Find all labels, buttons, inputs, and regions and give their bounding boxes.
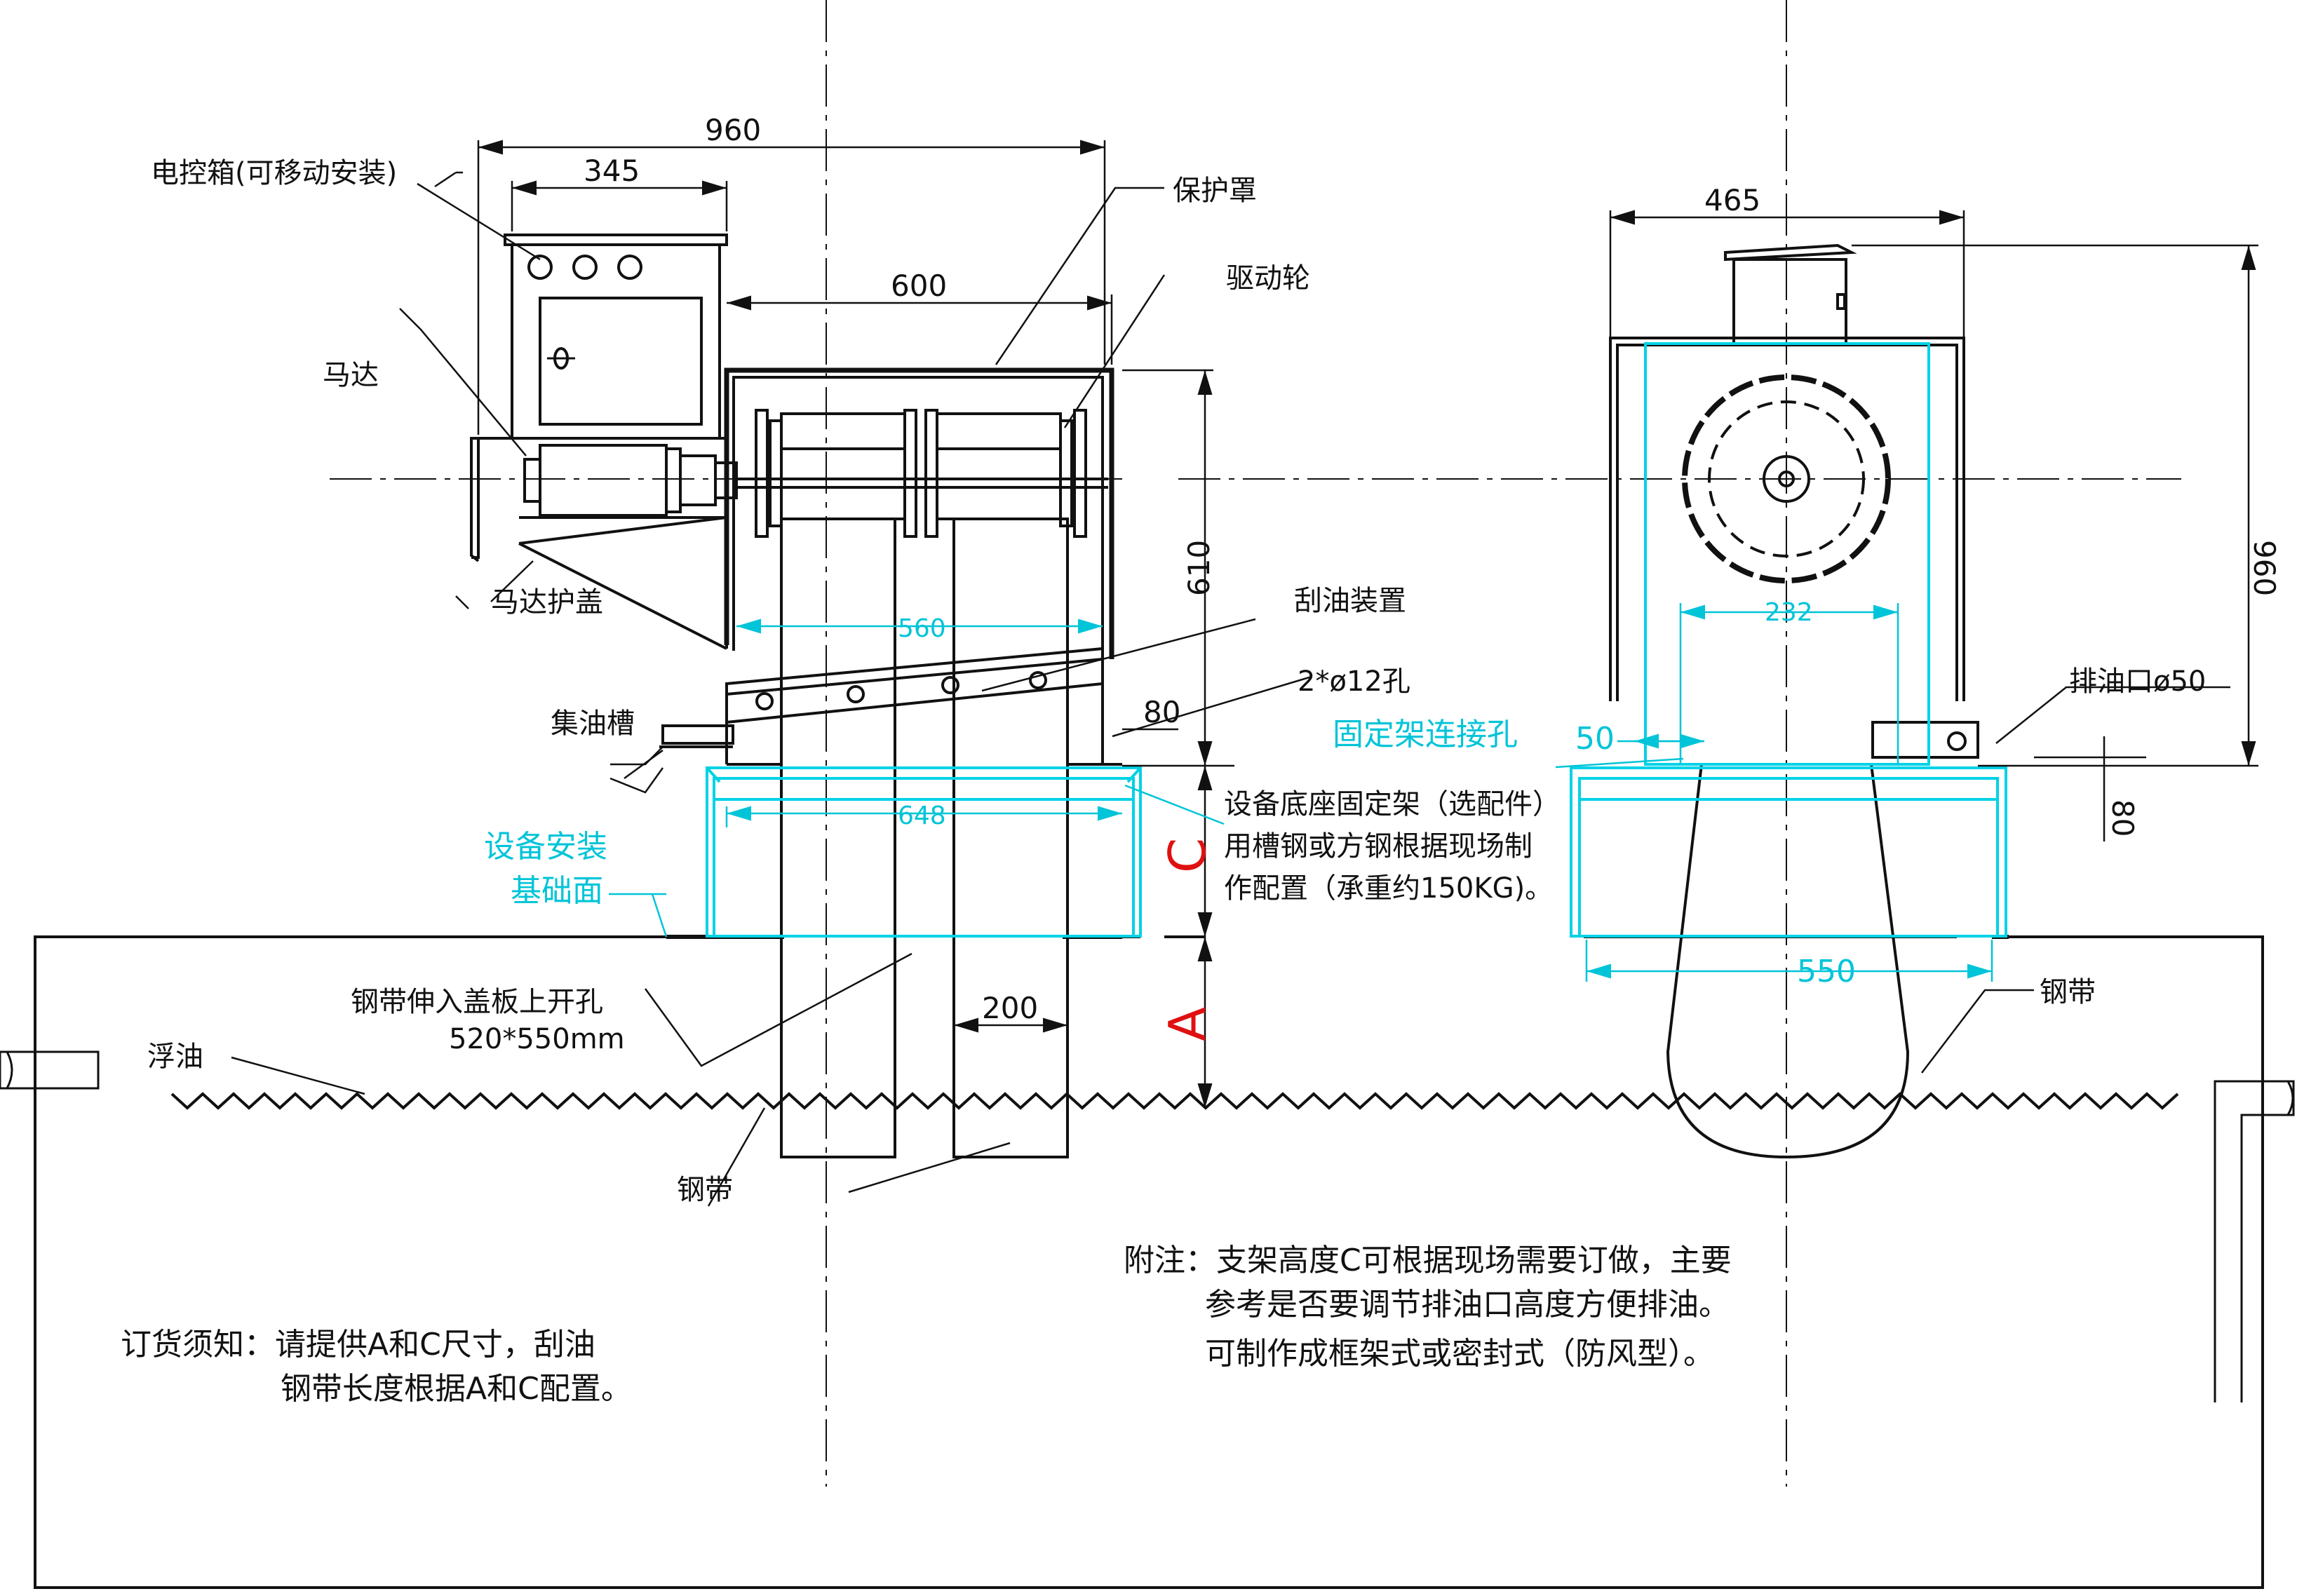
- order-note-2: 钢带长度根据A和C配置。: [281, 1371, 632, 1407]
- label-float-oil: 浮油: [147, 1041, 203, 1073]
- label-fix-hole: 固定架连接孔: [1333, 717, 1518, 752]
- leader-lines: [231, 171, 2230, 1207]
- label-belt-left: 钢带: [677, 1174, 733, 1206]
- dim-50: 50: [1575, 721, 1615, 757]
- label-scraper: 刮油装置: [1294, 585, 1406, 617]
- dim-465: 465: [1704, 183, 1760, 217]
- remark-note-3: 可制作成框架式或密封式（防风型）。: [1205, 1336, 1714, 1372]
- control-box: [504, 234, 728, 440]
- dim-648: 648: [898, 802, 946, 830]
- label-drive-wheel: 驱动轮: [1226, 262, 1310, 295]
- dim-345: 345: [584, 154, 640, 188]
- steel-belts-side: [780, 518, 1069, 1158]
- dim-960-right: 960: [2247, 540, 2282, 596]
- dim-c: C: [1158, 838, 1217, 873]
- dim-a: A: [1158, 1007, 1217, 1041]
- label-belt-hole-1: 钢带伸入盖板上开孔: [351, 986, 603, 1018]
- dim-960-top: 960: [705, 113, 761, 147]
- label-mount-1: 设备安装: [484, 829, 607, 865]
- dim-550: 550: [1797, 954, 1856, 989]
- label-guard: 保护罩: [1173, 175, 1257, 207]
- dim-80-right: 80: [2106, 799, 2140, 837]
- label-base-frame-3: 作配置（承重约150KG)。: [1224, 872, 1553, 905]
- label-base-frame-2: 用槽钢或方钢根据现场制: [1224, 830, 1533, 863]
- label-control-box: 电控箱(可移动安装): [151, 157, 397, 189]
- base-frame-right: [1570, 342, 2007, 938]
- dim-80-left: 80: [1143, 695, 1180, 729]
- dim-610: 610: [1182, 540, 1216, 596]
- base-frame-left: [706, 766, 1142, 938]
- label-mount-2: 基础面: [511, 873, 603, 909]
- remark-note-2: 参考是否要调节排油口高度方便排油。: [1205, 1287, 1730, 1323]
- label-belt-hole-2: 520*550mm: [449, 1023, 625, 1055]
- scraper-and-trough: [659, 647, 1122, 766]
- dimension-lines: [477, 140, 2258, 1108]
- label-motor-cover: 马达护盖: [491, 586, 603, 618]
- label-belt-right: 钢带: [2040, 976, 2096, 1008]
- label-base-frame-1: 设备底座固定架（选配件）: [1224, 788, 1561, 820]
- label-oil-outlet: 排油口ø50: [2069, 665, 2206, 698]
- dim-600: 600: [891, 269, 947, 303]
- remark-note-1: 附注：支架高度C可根据现场需要订做，主要: [1124, 1243, 1732, 1278]
- label-motor: 马达: [323, 359, 379, 391]
- oil-surface-line: [170, 1092, 2179, 1110]
- label-oil-trough: 集油槽: [551, 708, 635, 740]
- dim-560: 560: [898, 614, 946, 643]
- label-holes: 2*ø12孔: [1298, 665, 1410, 698]
- cyan-dimension-lines: [609, 603, 1993, 982]
- dim-200: 200: [982, 991, 1038, 1025]
- dim-232: 232: [1765, 598, 1813, 627]
- order-note-1: 订货须知：请提供A和C尺寸，刮油: [121, 1327, 595, 1362]
- right-view-body: [1609, 243, 1979, 1159]
